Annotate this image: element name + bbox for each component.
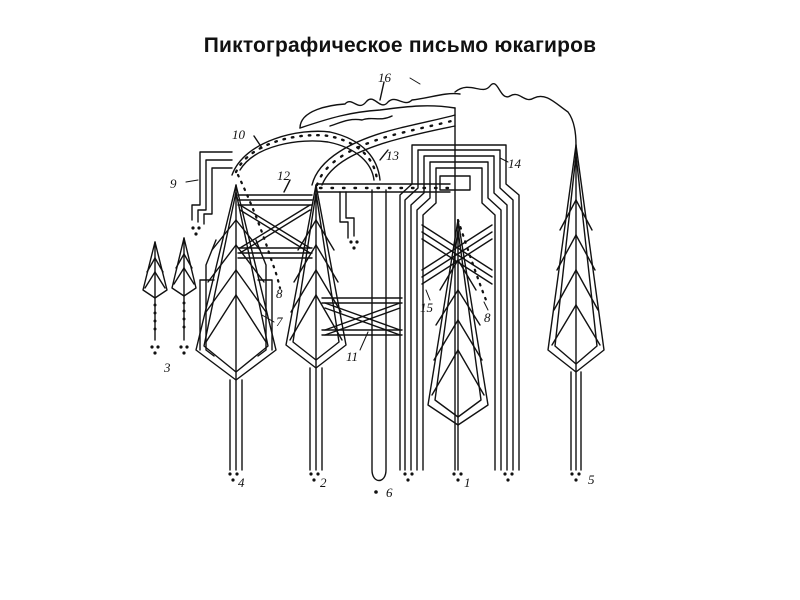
label-5: 5 — [588, 472, 595, 487]
number-labels: 1 2 3 4 5 6 7 8 8 9 10 11 12 13 14 15 16 — [163, 70, 595, 500]
label-1: 1 — [464, 475, 471, 490]
label-2: 2 — [320, 475, 327, 490]
tree-5 — [547, 144, 605, 482]
slide-title: Пиктографическое письмо юкагиров — [203, 34, 597, 57]
label-15: 15 — [420, 300, 434, 315]
bands-15 — [421, 218, 493, 302]
bands-11 — [321, 297, 403, 336]
dotted-line-8-left — [236, 173, 282, 290]
label-10: 10 — [232, 127, 246, 142]
label-13: 13 — [386, 148, 400, 163]
small-trees-3 — [142, 237, 197, 355]
frames-14 — [399, 144, 520, 471]
label-4: 4 — [238, 475, 245, 490]
tree-4 — [195, 184, 277, 482]
bands-12 — [237, 179, 313, 259]
label-8-left: 8 — [276, 286, 283, 301]
dotted-bar — [317, 183, 451, 250]
label-3: 3 — [163, 360, 171, 375]
label-16: 16 — [378, 70, 392, 85]
label-14: 14 — [508, 156, 522, 171]
wavy-line-16 — [299, 81, 577, 146]
tree-1 — [403, 219, 514, 482]
loop-6 — [371, 189, 387, 494]
arc-10 — [231, 130, 381, 182]
leader-lines — [185, 77, 509, 351]
bracket-9 — [191, 151, 233, 236]
label-7: 7 — [276, 314, 283, 329]
label-11: 11 — [346, 349, 358, 364]
label-6: 6 — [386, 485, 393, 500]
label-8-right: 8 — [484, 310, 491, 325]
tree-2 — [285, 184, 347, 482]
label-12: 12 — [277, 168, 291, 183]
label-9: 9 — [170, 176, 177, 191]
